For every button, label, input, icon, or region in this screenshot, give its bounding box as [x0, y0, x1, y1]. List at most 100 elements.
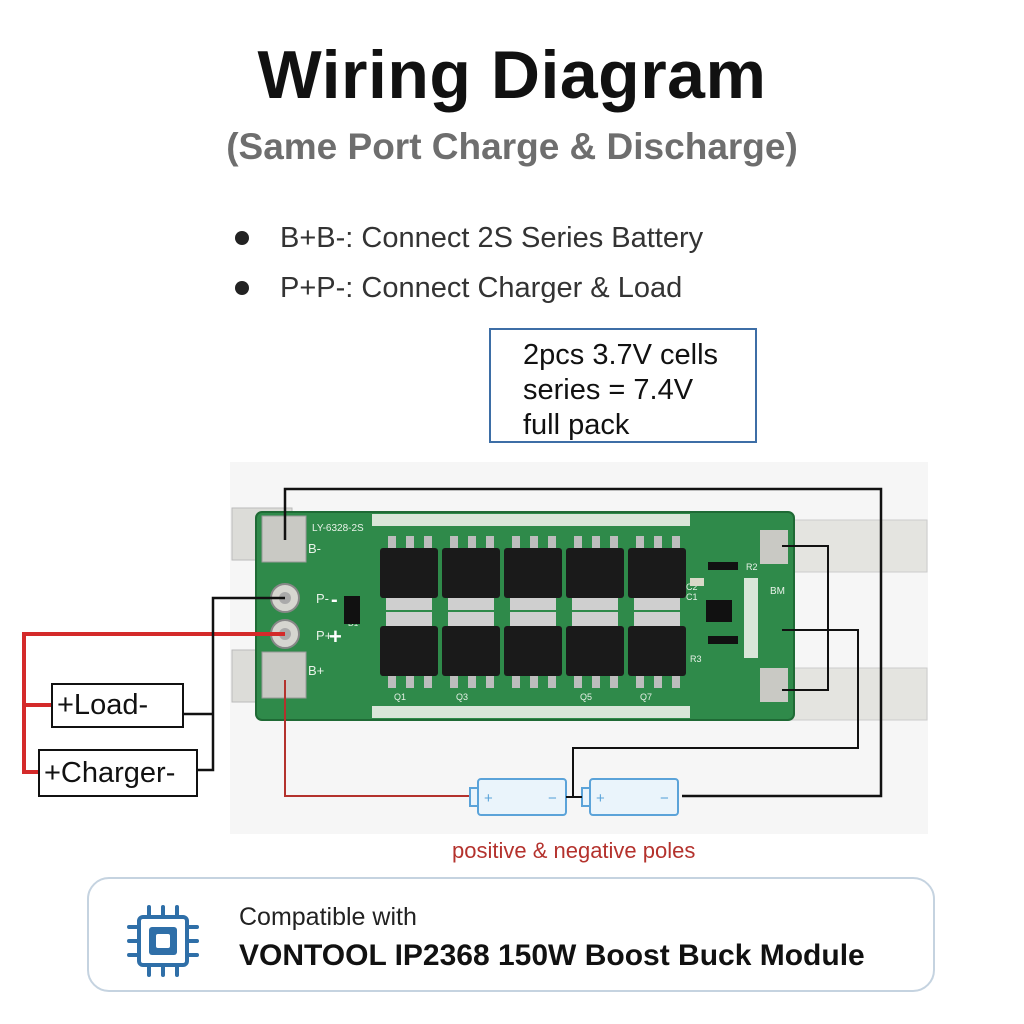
charger-label: +Charger- — [38, 749, 198, 797]
mosfet-leg — [450, 676, 458, 688]
cell-minus-label: − — [660, 790, 669, 807]
wire-black-pminus — [198, 596, 285, 772]
mosfet-leg — [486, 676, 494, 688]
mosfet-label: Q1 — [394, 692, 406, 702]
mosfet-label: Q7 — [640, 692, 652, 702]
cap-label: C2 — [686, 582, 698, 592]
mosfet — [380, 626, 438, 676]
bullet-item: P+P-: Connect Charger & Load — [232, 270, 703, 320]
mosfet-leg — [530, 536, 538, 548]
compat-module-name: VONTOOL IP2368 150W Boost Buck Module — [239, 939, 865, 972]
cap-label: C1 — [686, 592, 698, 602]
mosfet-leg — [610, 536, 618, 548]
pad-label-bminus: B- — [308, 541, 321, 556]
pad-right-bottom — [760, 668, 788, 702]
mosfet-leg — [574, 676, 582, 688]
mosfet-leg — [574, 536, 582, 548]
mosfet-leg — [406, 536, 414, 548]
wire-bm-loop — [782, 545, 829, 691]
mosfet-leg — [388, 536, 396, 548]
mosfet — [380, 548, 438, 598]
mosfet-leg — [672, 676, 680, 688]
resistor — [708, 562, 738, 570]
mosfet-leg — [548, 536, 556, 548]
mosfet-leg — [388, 676, 396, 688]
mosfet-leg — [592, 676, 600, 688]
compatibility-card: Compatible with VONTOOL IP2368 150W Boos… — [87, 877, 935, 992]
battery-cell: + − — [581, 778, 679, 816]
pin-row-top — [372, 514, 690, 526]
pin-row-right — [744, 578, 758, 658]
page-subtitle: (Same Port Charge & Discharge) — [226, 126, 798, 167]
mosfet-tab — [448, 612, 494, 626]
mosfet — [504, 548, 562, 598]
mosfet-leg — [468, 536, 476, 548]
bms-board-diagram: LY-6328-2S B- P- P+ B+ BM R2 R3 C2 C1 D1… — [22, 462, 928, 834]
mosfet-leg — [654, 676, 662, 688]
load-label: +Load- — [51, 683, 184, 728]
wire-midpoint — [572, 629, 859, 796]
board-model: LY-6328-2S — [312, 523, 364, 534]
diode-icon — [344, 596, 360, 624]
mosfet-leg — [468, 676, 476, 688]
mosfet — [628, 626, 686, 676]
info-line: full pack — [523, 409, 630, 441]
compat-heading: Compatible with — [239, 903, 417, 931]
battery-cell: + − — [469, 778, 567, 816]
resistor-label: R2 — [746, 562, 758, 572]
mosfet — [566, 626, 624, 676]
mosfet-leg — [486, 536, 494, 548]
mosfet-label: Q5 — [580, 692, 592, 702]
bullet-item: B+B-: Connect 2S Series Battery — [232, 220, 703, 270]
mosfet-leg — [548, 676, 556, 688]
bullet-dot-icon — [235, 231, 249, 245]
plus-mark: + — [329, 624, 342, 649]
bullet-dot-icon — [235, 281, 249, 295]
pin-row-bottom — [372, 706, 690, 718]
cell-plus-label: + — [596, 790, 605, 807]
mosfet-leg — [592, 536, 600, 548]
resistor-label: R3 — [690, 654, 702, 664]
poles-caption: positive & negative poles — [452, 838, 696, 863]
mosfet-tab — [572, 612, 618, 626]
mosfet-leg — [424, 536, 432, 548]
info-line: series = 7.4V — [523, 374, 694, 406]
bullet-list: B+B-: Connect 2S Series Battery P+P-: Co… — [232, 220, 703, 320]
info-line: 2pcs 3.7V cells — [523, 339, 719, 371]
page-title: Wiring Diagram — [257, 37, 767, 113]
mosfet-leg — [672, 536, 680, 548]
mosfet-leg — [654, 536, 662, 548]
mosfet-tab — [386, 612, 432, 626]
mosfet-tab — [634, 612, 680, 626]
mosfet — [566, 548, 624, 598]
mosfet-label: Q3 — [456, 692, 468, 702]
pad-label-bplus: B+ — [308, 663, 324, 678]
mosfet — [442, 626, 500, 676]
minus-mark: - — [331, 589, 338, 611]
capacitor — [690, 578, 704, 586]
mosfet-leg — [636, 676, 644, 688]
mosfet-leg — [636, 536, 644, 548]
mosfet-leg — [512, 676, 520, 688]
mosfet-tab — [572, 596, 618, 610]
mosfet — [628, 548, 686, 598]
cell-plus-label: + — [484, 790, 493, 807]
wire-bminus — [283, 487, 883, 798]
mosfet-leg — [530, 676, 538, 688]
mosfet-tab — [386, 596, 432, 610]
mosfet — [504, 626, 562, 676]
mosfet-leg — [406, 676, 414, 688]
resistor — [708, 636, 738, 644]
mosfet-leg — [424, 676, 432, 688]
cells-info-box: 2pcs 3.7V cells series = 7.4V full pack — [489, 328, 757, 443]
mosfet-leg — [512, 536, 520, 548]
pad-label-bm: BM — [770, 586, 785, 597]
mosfet-tab — [510, 596, 556, 610]
mosfet-tab — [634, 596, 680, 610]
ic-chip — [706, 600, 732, 622]
mosfet-tab — [510, 612, 556, 626]
mosfet-tab — [448, 596, 494, 610]
pad-label-pplus: P+ — [316, 628, 332, 643]
wire-bplus — [284, 680, 470, 797]
mosfet — [442, 548, 500, 598]
